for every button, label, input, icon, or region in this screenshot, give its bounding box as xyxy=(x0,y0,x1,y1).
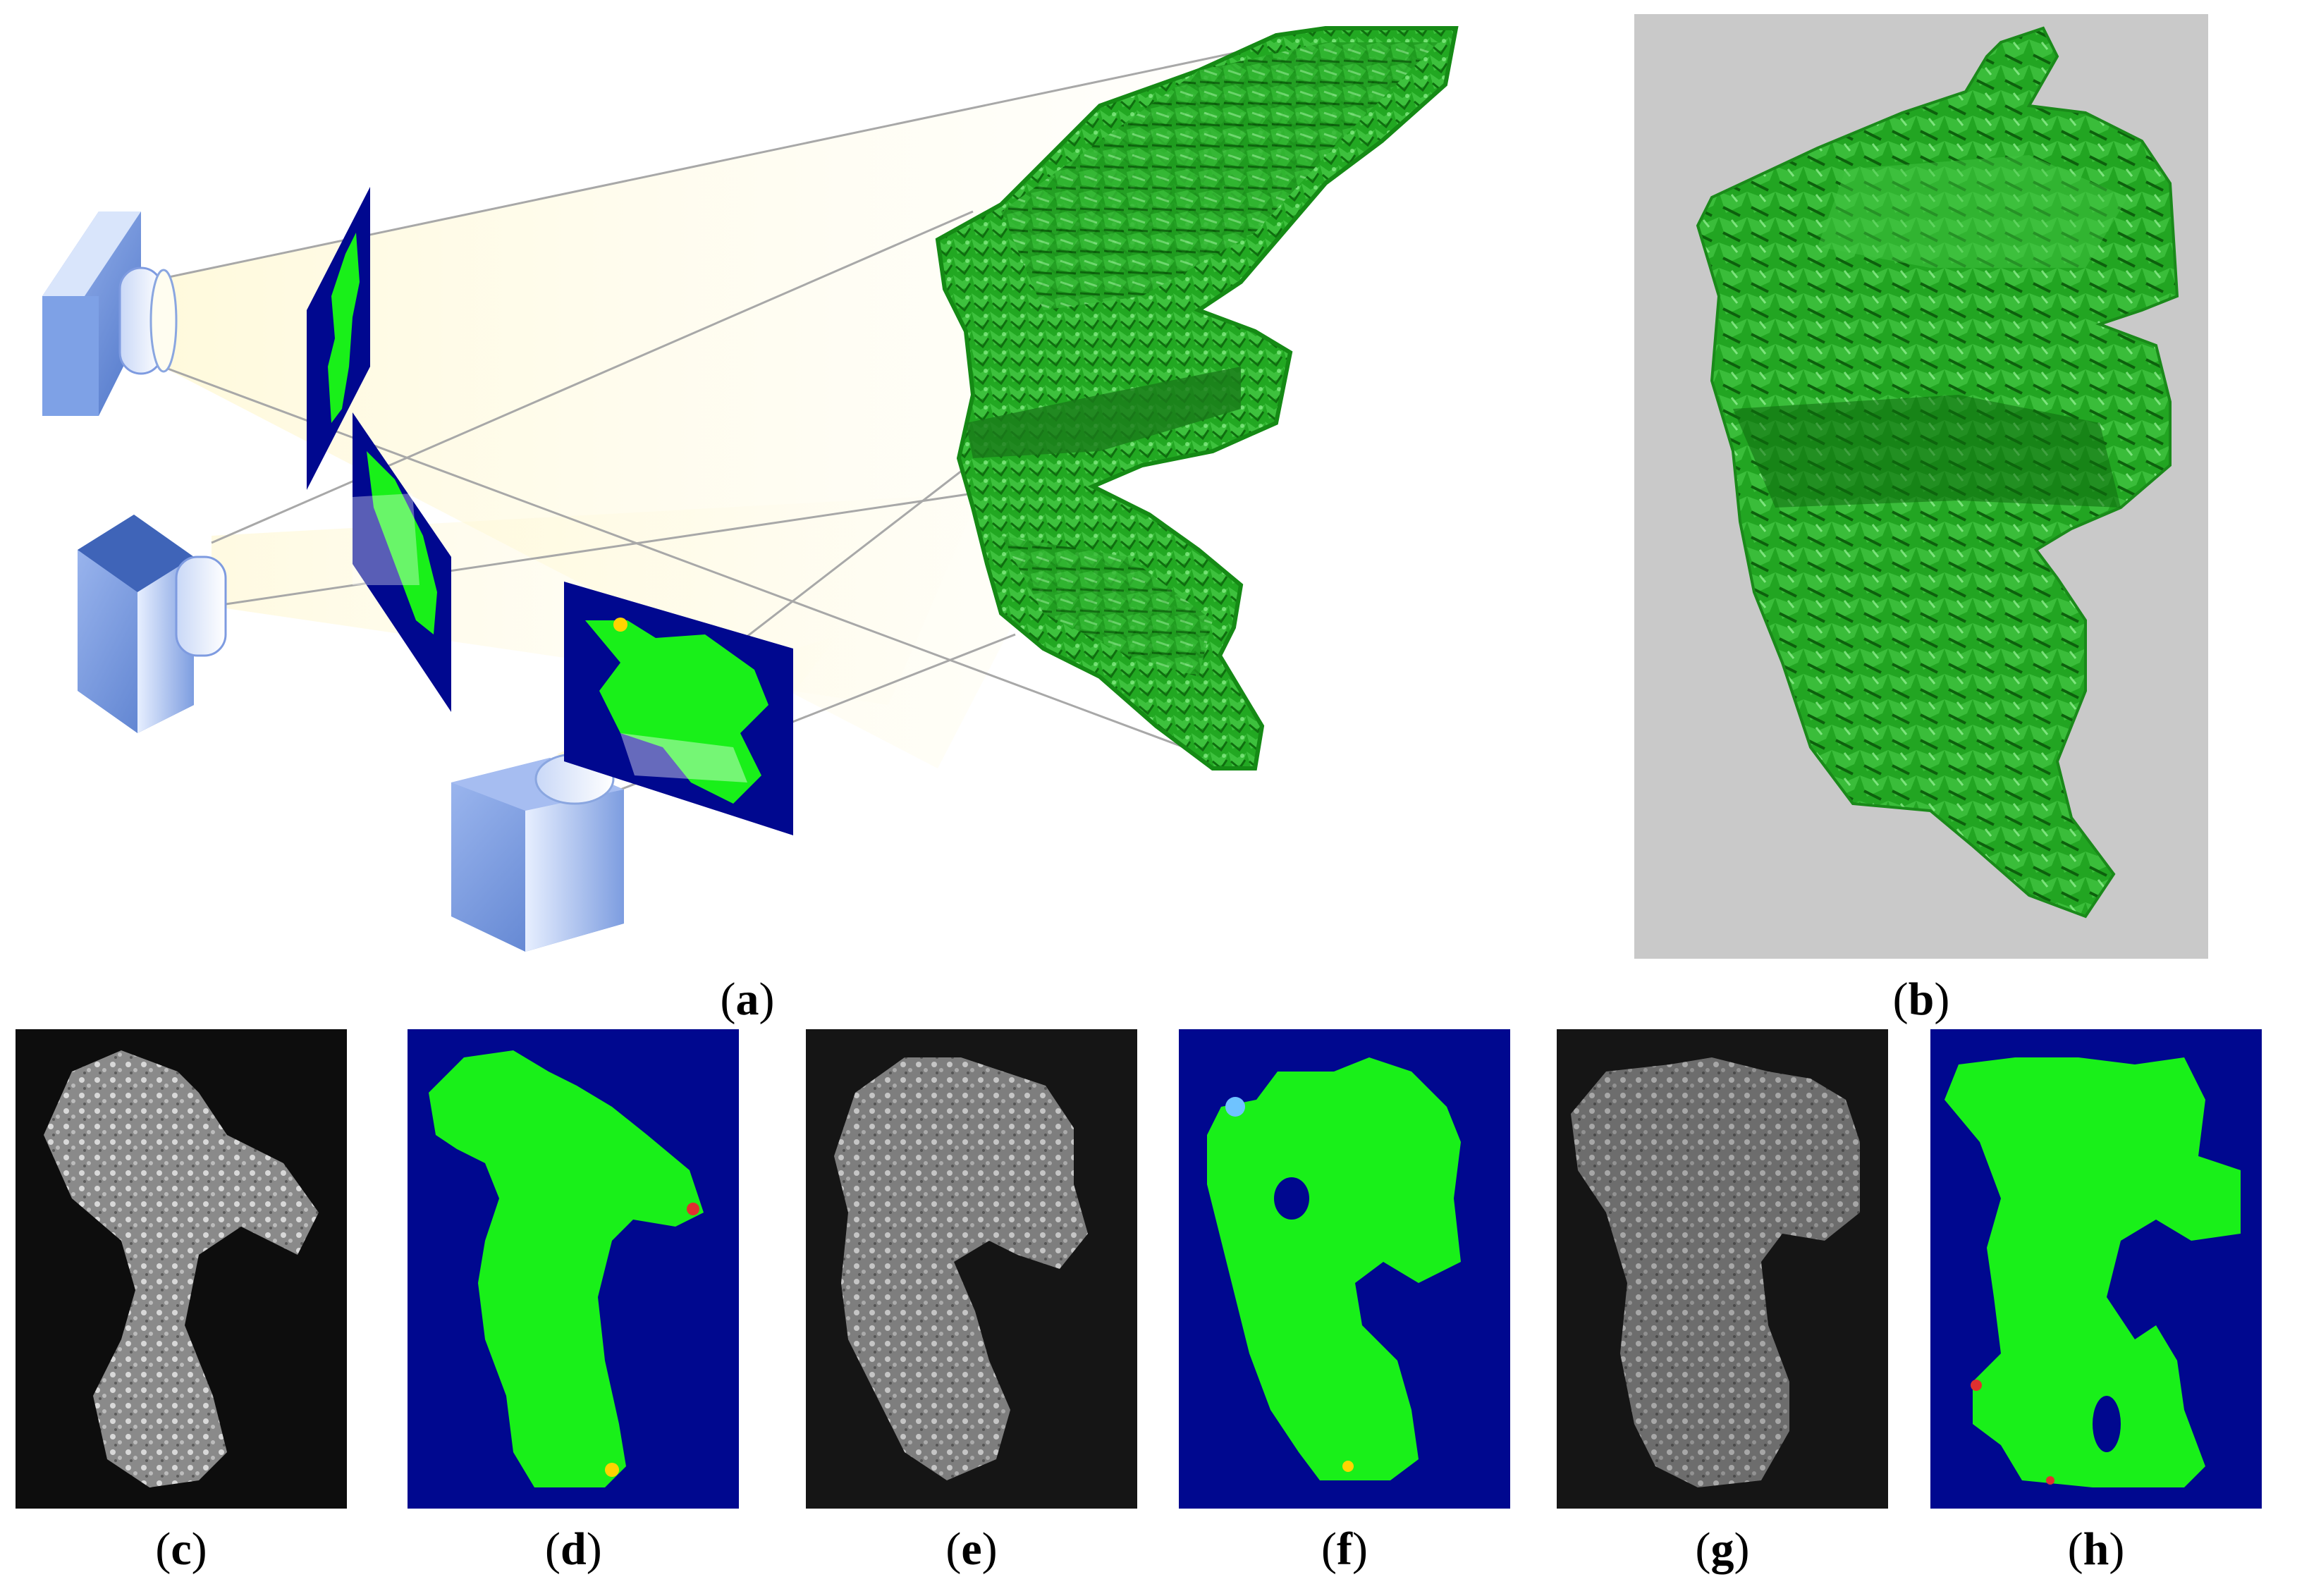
caption-h: (h) xyxy=(2067,1523,2125,1575)
panel-c-grayscale-image xyxy=(16,1029,347,1509)
mask-object-f xyxy=(1207,1057,1461,1480)
panel-h-mask xyxy=(1930,1029,2262,1509)
mask-object-h xyxy=(1944,1057,2241,1487)
caption-e: (e) xyxy=(945,1523,998,1575)
panel-d-mask xyxy=(408,1029,739,1509)
camera-1-icon xyxy=(42,211,178,416)
projected-mask-1 xyxy=(307,187,370,490)
grayscale-object-c xyxy=(44,1050,319,1487)
grayscale-object-g xyxy=(1571,1057,1860,1487)
camera-2-icon xyxy=(78,515,227,733)
panel-g-grayscale-image xyxy=(1557,1029,1888,1509)
caption-f: (f) xyxy=(1321,1523,1368,1575)
panel-a-scene xyxy=(42,26,1459,952)
projected-mask-2 xyxy=(353,412,451,712)
reconstructed-3d-object xyxy=(935,26,1459,771)
panel-b-render xyxy=(1634,14,2208,959)
grayscale-object-e xyxy=(834,1057,1088,1480)
caption-g: (g) xyxy=(1695,1523,1750,1575)
panel-e-grayscale-image xyxy=(806,1029,1137,1509)
caption-b: (b) xyxy=(1892,974,1950,1025)
caption-a: (a) xyxy=(720,974,775,1025)
projected-mask-3 xyxy=(564,582,793,835)
caption-d: (d) xyxy=(545,1523,602,1575)
caption-c: (c) xyxy=(155,1523,207,1575)
camera-3-icon xyxy=(451,753,624,952)
panel-f-mask xyxy=(1179,1029,1510,1509)
mask-object-d xyxy=(429,1050,704,1487)
